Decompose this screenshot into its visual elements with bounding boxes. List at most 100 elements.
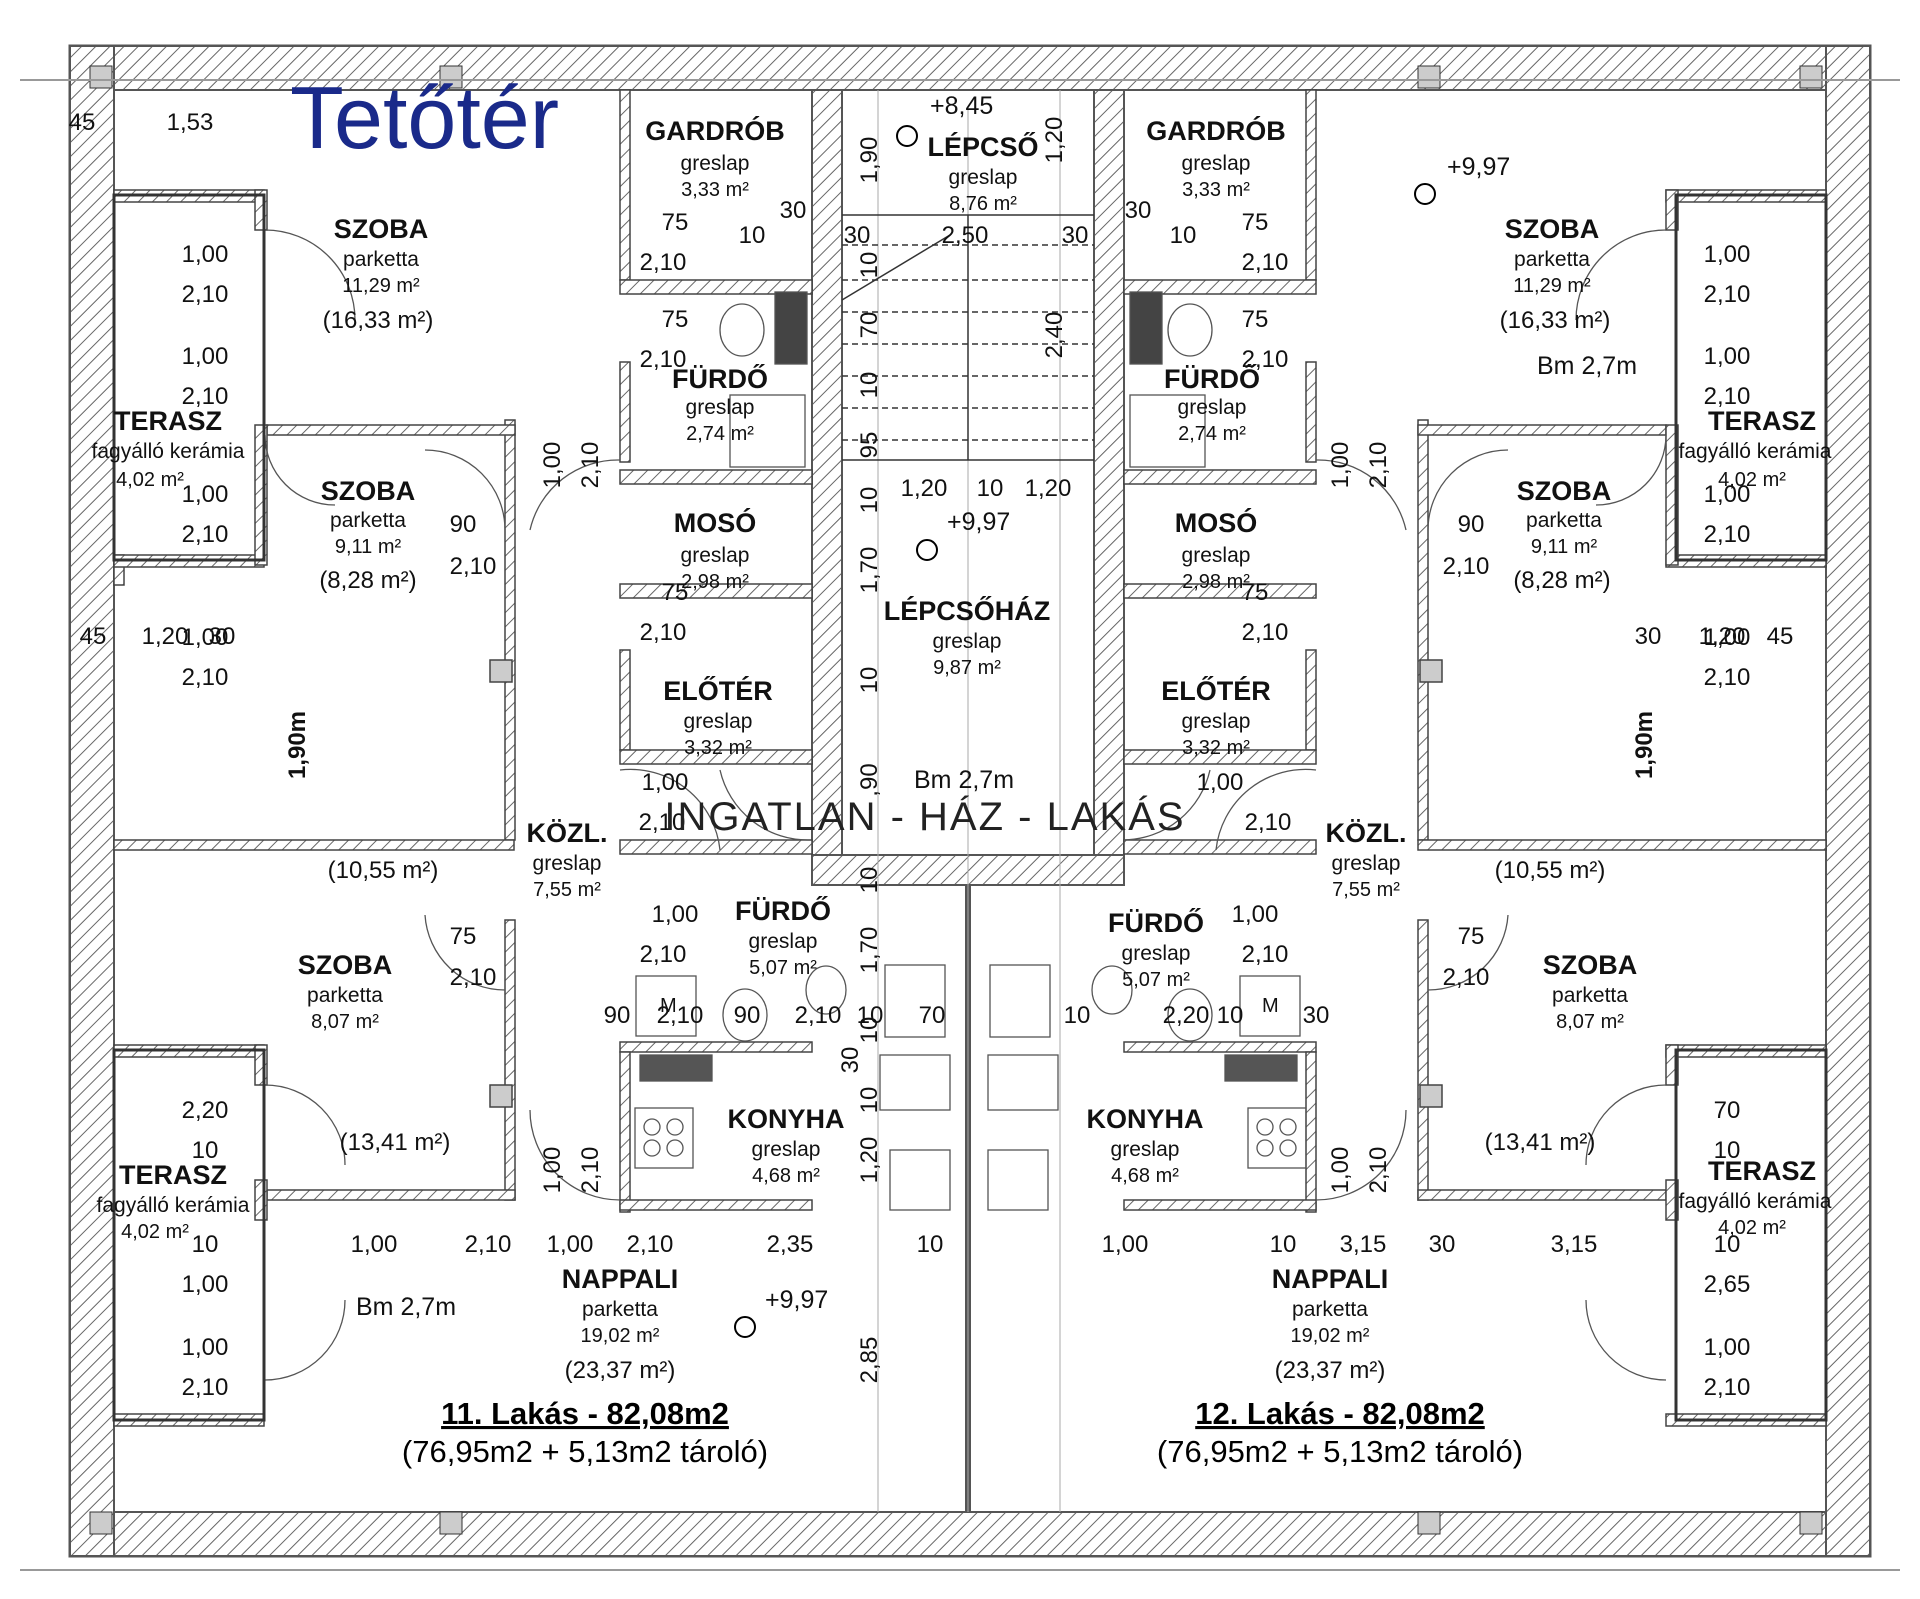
room-area: 2,74 m² (686, 423, 754, 445)
dimension-label: 3,15 (1340, 1231, 1387, 1258)
room-material: parketta (1552, 984, 1628, 1007)
door-swings (264, 229, 1667, 1381)
room-material: fagyálló kerámia (92, 440, 245, 463)
room-area: 9,11 m² (335, 536, 402, 558)
dimension-label: 1,00 (1704, 624, 1751, 651)
dimension-label: 1,00 (1327, 1147, 1354, 1194)
room-name: KÖZL. (527, 818, 608, 848)
dimension-label: 95 (856, 432, 883, 459)
dimension-label: 30 (1429, 1231, 1456, 1258)
dimension-label: 1,90 (856, 137, 883, 184)
dimension-label: 2,10 (1704, 383, 1751, 410)
room-area: 3,32 m² (684, 737, 752, 759)
gross-area-label: (10,55 m²) (328, 857, 439, 884)
dimension-label: 2,10 (465, 1231, 512, 1258)
dimension-label: 1,20 (1025, 475, 1072, 502)
dimension-label: 2,10 (657, 1002, 704, 1029)
dimension-label: 1,20 (1041, 117, 1068, 164)
level-label: +9,97 (1447, 153, 1510, 181)
dimension-label: 1,90m (284, 711, 311, 779)
dimension-label: 10 (856, 372, 883, 399)
room-name: TERASZ (119, 1160, 227, 1190)
dimension-label: 10 (857, 1002, 884, 1029)
room-material: greslap (1182, 710, 1251, 733)
dimension-label: 1,00 (1102, 1231, 1149, 1258)
room-gross-area: (8,28 m²) (319, 567, 416, 594)
dimension-label: 75 (1242, 209, 1269, 236)
dimension-label: 70 (856, 312, 883, 339)
dimension-label: 10 (739, 222, 766, 249)
dimension-label: ,90 (856, 763, 883, 796)
dimension-label: 30 (780, 197, 807, 224)
dimension-label: 2,10 (640, 346, 687, 373)
dimension-label: 2,10 (450, 964, 497, 991)
room-material: greslap (1182, 544, 1251, 567)
dimension-label: 45 (1767, 623, 1794, 650)
room-area: 11,29 m² (1513, 275, 1591, 297)
level-label: +9,97 (765, 1286, 828, 1314)
room-gross-area: (16,33 m²) (323, 307, 434, 334)
stair-core-walls (811, 89, 1125, 1512)
dimension-label: 1,00 (1197, 769, 1244, 796)
dimension-label: 90 (604, 1002, 631, 1029)
dimension-label: 1,00 (642, 769, 689, 796)
dimension-label: 2,10 (795, 1002, 842, 1029)
dimension-label: 10 (856, 252, 883, 279)
room-area: 4,68 m² (752, 1165, 820, 1187)
dimension-label: 2,10 (182, 521, 229, 548)
room-material: parketta (343, 248, 419, 271)
room-area: 7,55 m² (1332, 879, 1400, 901)
room-gross-area: (8,28 m²) (1513, 567, 1610, 594)
dimension-label: 2,10 (182, 281, 229, 308)
room-area: 3,32 m² (1182, 737, 1250, 759)
dimension-label: 30 (1303, 1002, 1330, 1029)
ceiling-height-label: Bm 2,7m (1537, 352, 1637, 380)
dimension-label: 10 (856, 867, 883, 894)
dimension-label: 10 (1714, 1137, 1741, 1164)
room-area: 3,33 m² (681, 179, 749, 201)
dimension-label: 2,10 (1242, 346, 1289, 373)
room-material: greslap (684, 710, 753, 733)
dimension-label: 2,10 (1443, 553, 1490, 580)
room-material: parketta (582, 1298, 658, 1321)
room-name: ELŐTÉR (663, 675, 773, 706)
dimension-label: 2,10 (1704, 1374, 1751, 1401)
room-area: 7,55 m² (533, 879, 601, 901)
gross-area-label: (13,41 m²) (1485, 1129, 1596, 1156)
staircase (841, 214, 1094, 461)
room-labels: GARDRÓB greslap 3,33 m² GARDRÓB greslap … (92, 115, 1832, 1384)
dimension-label: 1,53 (167, 109, 214, 136)
dimension-label: 10 (192, 1137, 219, 1164)
room-area: 2,98 m² (681, 571, 749, 593)
ceiling-height-label: Bm 2,7m (914, 766, 1014, 794)
dimension-label: 1,20 (856, 1137, 883, 1184)
room-name: SZOBA (1517, 476, 1612, 506)
apartment-detail: (76,95m2 + 5,13m2 tároló) (402, 1434, 768, 1469)
room-gross-area: (23,37 m²) (565, 1357, 676, 1384)
dimension-label: 1,00 (182, 1271, 229, 1298)
room-name: KONYHA (727, 1104, 844, 1134)
dimension-label: 2,10 (1245, 809, 1292, 836)
room-material: greslap (933, 630, 1002, 653)
apartment-captions: 11. Lakás - 82,08m2 (76,95m2 + 5,13m2 tá… (402, 1396, 1523, 1469)
dimension-label: 30 (1062, 222, 1089, 249)
dimension-label: 3,15 (1551, 1231, 1598, 1258)
dimension-label: 30 (1635, 623, 1662, 650)
dimension-label: 2,65 (1704, 1271, 1751, 1298)
dimension-label: 1,00 (351, 1231, 398, 1258)
dimension-label: 1,00 (1704, 241, 1751, 268)
room-name: LÉPCSŐHÁZ (884, 595, 1051, 626)
room-name: SZOBA (1505, 214, 1600, 244)
room-name: ELŐTÉR (1161, 675, 1271, 706)
room-material: greslap (533, 852, 602, 875)
dimension-label: 2,10 (1242, 941, 1289, 968)
dimension-label: 10 (917, 1231, 944, 1258)
room-area: 4,02 m² (121, 1221, 189, 1243)
apartment-title: 11. Lakás - 82,08m2 (441, 1396, 729, 1431)
level-label: +9,97 (947, 508, 1010, 536)
dimension-label: 10 (856, 1087, 883, 1114)
room-material: fagyálló kerámia (1679, 440, 1832, 463)
room-material: greslap (1122, 942, 1191, 965)
dimension-label: 70 (1714, 1097, 1741, 1124)
room-name: SZOBA (334, 214, 429, 244)
